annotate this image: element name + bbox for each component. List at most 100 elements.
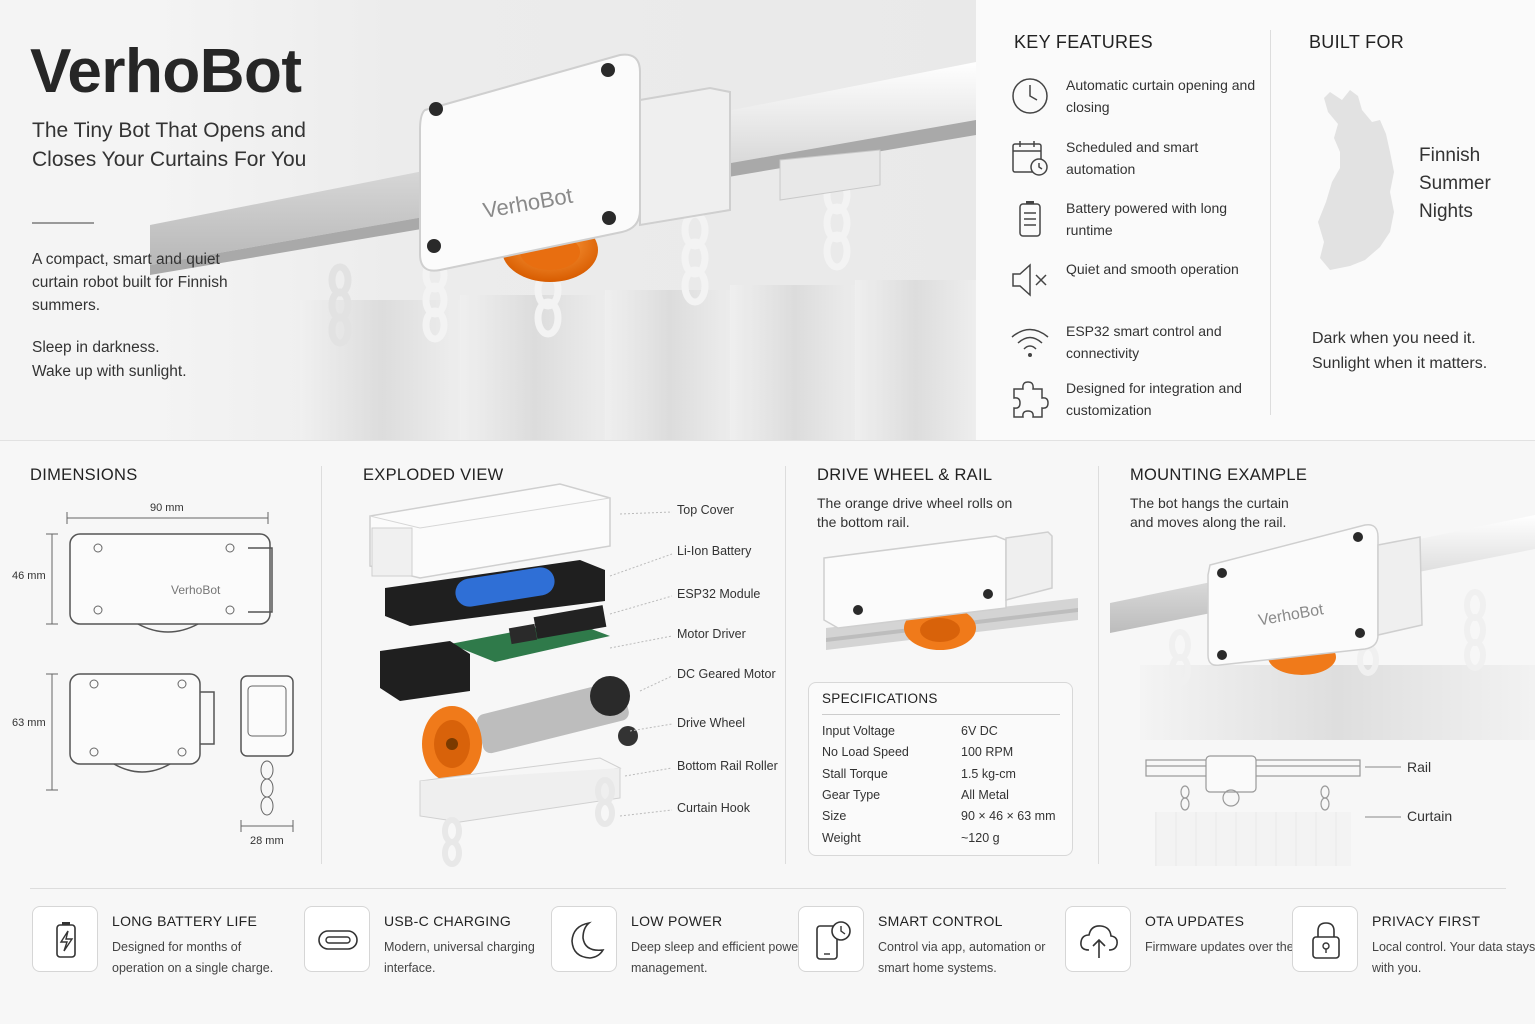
panel-divider [1270, 30, 1271, 415]
footer-icon-box [1292, 906, 1358, 972]
specifications-card [808, 682, 1073, 856]
spec-key: Size [822, 809, 847, 823]
footer-icon-box [1065, 906, 1131, 972]
moon-icon [571, 921, 605, 959]
feature-item: Battery powered with long runtime [1010, 197, 1260, 241]
exploded-view-title: EXPLODED VIEW [363, 466, 504, 484]
exploded-view-illustration [369, 483, 673, 867]
wifi-icon [1011, 328, 1049, 357]
footer-feature-title: PRIVACY FIRST [1372, 913, 1481, 929]
dimensions-title: DIMENSIONS [30, 466, 138, 484]
feature-text: ESP32 smart control and connectivity [1066, 323, 1222, 361]
dimensions-drawing [46, 512, 294, 832]
spec-value: 100 RPM [961, 745, 1014, 759]
footer-feature-title: LONG BATTERY LIFE [112, 913, 258, 929]
part-label-motor-driver: Motor Driver [677, 627, 746, 641]
feature-item: Designed for integration and customizati… [1010, 377, 1260, 421]
footer-feature-title: OTA UPDATES [1145, 913, 1245, 929]
mounting-title: MOUNTING EXAMPLE [1130, 466, 1308, 484]
hero-slogan: Sleep in darkness. Wake up with sunlight… [32, 336, 252, 384]
spec-value: 90 × 46 × 63 mm [961, 809, 1056, 823]
section-divider [785, 466, 786, 864]
speaker-muted-icon [1012, 263, 1047, 297]
usb-c-icon [318, 930, 358, 950]
curtain-label: Curtain [1407, 808, 1453, 824]
battery-icon [1019, 201, 1041, 237]
feature-item: Automatic curtain opening and closing [1010, 74, 1260, 118]
mounting-photo: VerhoBot [1110, 515, 1535, 740]
key-features-panel [976, 0, 1535, 440]
feature-item: ESP32 smart control and connectivity [1010, 320, 1260, 364]
spec-key: Input Voltage [822, 724, 895, 738]
footer-feature-desc: Deep sleep and efficient power managemen… [631, 940, 803, 975]
spec-row: No Load Speed 100 RPM [822, 745, 1062, 765]
section-divider [1098, 466, 1099, 864]
dimension-depth-label: 63 mm [12, 717, 46, 729]
built-for-title: BUILT FOR [1309, 32, 1405, 52]
dimension-device-logo: VerhoBot [171, 583, 221, 597]
spec-key: Gear Type [822, 788, 881, 802]
footer-icon-box [798, 906, 864, 972]
feature-text: Scheduled and smart automation [1066, 139, 1199, 177]
padlock-icon [1312, 922, 1340, 959]
section-divider [0, 440, 1535, 441]
cloud-upload-icon [1080, 925, 1118, 958]
spec-key: Stall Torque [822, 767, 888, 781]
rail-label: Rail [1407, 759, 1432, 775]
spec-row: Stall Torque 1.5 kg-cm [822, 767, 1062, 787]
footer-feature-title: SMART CONTROL [878, 913, 1003, 929]
footer-feature: USB-C CHARGING Modern, universal chargin… [304, 906, 544, 976]
mounting-diagram [1145, 755, 1361, 866]
footer-icon-box [32, 906, 98, 972]
spec-key: No Load Speed [822, 745, 909, 759]
drive-wheel-illustration [823, 531, 1078, 650]
hero-tagline: The Tiny Bot That Opens and Closes Your … [32, 119, 307, 171]
calendar-clock-icon [1012, 141, 1048, 176]
hero-slogan-line2: Wake up with sunlight. [32, 363, 187, 380]
footer-feature: LOW POWER Deep sleep and efficient power… [551, 906, 802, 976]
part-label-curtain-hook: Curtain Hook [677, 801, 750, 815]
dimension-height-label: 46 mm [12, 570, 46, 582]
footer-feature: LONG BATTERY LIFE Designed for months of… [32, 906, 292, 976]
brand-title: VerhoBot [30, 37, 302, 106]
mounting-leader-lines [1365, 766, 1401, 818]
phone-clock-icon [816, 921, 851, 960]
footer-feature-desc: Firmware updates over the air. [1145, 940, 1314, 954]
footer-icon-box [304, 906, 370, 972]
key-features-title: KEY FEATURES [1014, 32, 1153, 52]
dimension-width-label: 90 mm [150, 502, 184, 514]
specifications-divider [822, 714, 1060, 715]
battery-bolt-icon [56, 922, 76, 958]
clock-icon [1012, 78, 1048, 114]
footer-feature-desc: Modern, universal charging interface. [384, 940, 535, 975]
footer-feature-desc: Designed for months of operation on a si… [112, 940, 274, 975]
part-label-esp32: ESP32 Module [677, 587, 761, 601]
footer-feature-desc: Local control. Your data stays with you. [1372, 940, 1535, 975]
footer-icon-box [551, 906, 617, 972]
hero-product-photo: VerhoBot [150, 0, 976, 440]
feature-text: Battery powered with long runtime [1066, 200, 1228, 238]
dimension-thickness-label: 28 mm [250, 835, 284, 847]
spec-key: Weight [822, 831, 861, 845]
footer-feature-title: LOW POWER [631, 913, 723, 929]
footer-feature: PRIVACY FIRST Local control. Your data s… [1292, 906, 1535, 976]
feature-text: Quiet and smooth operation [1066, 261, 1239, 277]
feature-text: Designed for integration and customizati… [1066, 380, 1242, 418]
spec-row: Weight~120 g [822, 831, 1062, 851]
finland-map-icon [1318, 90, 1394, 270]
feature-text: Automatic curtain opening and closing [1066, 77, 1256, 115]
drive-wheel-text: The orange drive wheel rolls on the bott… [817, 495, 1013, 530]
part-label-bottom-roller: Bottom Rail Roller [677, 759, 778, 773]
footer-feature-title: USB-C CHARGING [384, 913, 512, 929]
spec-value: 1.5 kg-cm [961, 767, 1016, 781]
specifications-title: SPECIFICATIONS [822, 691, 938, 706]
feature-item: Scheduled and smart automation [1010, 136, 1260, 180]
drive-wheel-title: DRIVE WHEEL & RAIL [817, 466, 993, 484]
feature-item: Quiet and smooth operation [1010, 258, 1260, 302]
hero-slogan-line1: Sleep in darkness. [32, 339, 160, 356]
part-label-battery: Li-Ion Battery [677, 544, 752, 558]
footer-feature: OTA UPDATES Firmware updates over the ai… [1065, 906, 1314, 976]
footer-divider [30, 888, 1506, 889]
spec-row: Size 90 × 46 × 63 mm [822, 809, 1062, 829]
